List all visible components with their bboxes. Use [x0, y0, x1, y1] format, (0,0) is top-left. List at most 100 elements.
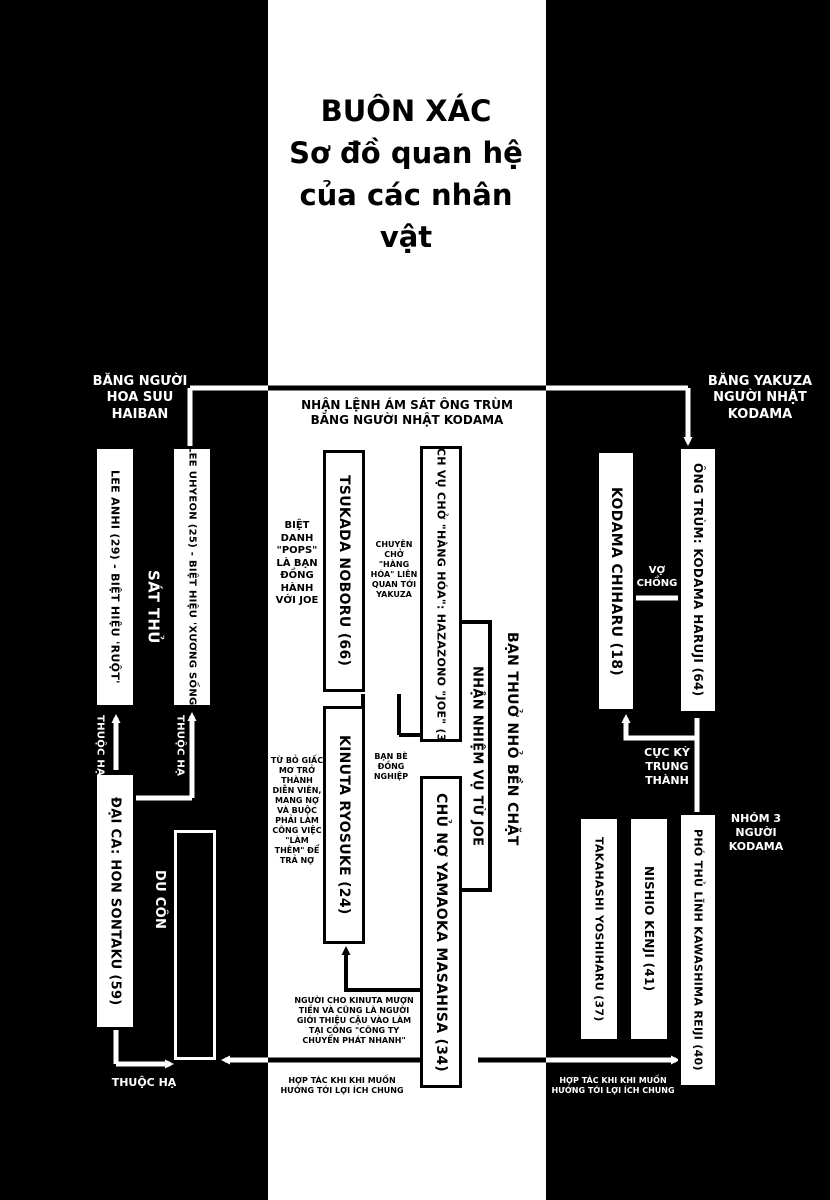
center-white-band: [268, 0, 546, 1200]
note-line: NGƯỜI CHO KINUTA MƯỢN: [294, 996, 414, 1005]
note-line: CỰC KỲ: [644, 746, 690, 759]
thuoc-ha-text: THUỘC HẠ: [174, 715, 186, 777]
sat-thu-text: SÁT THỦ: [144, 570, 163, 644]
title-line-4: vật: [379, 220, 433, 254]
character-name: LEE UHYEON (25) - BIỆT HIỆU 'XƯƠNG SỐNG': [186, 446, 198, 708]
title-line-2: Sơ đồ quan hệ: [289, 136, 523, 170]
character-name: LEE ANHI (29) - BIỆT HIỆU 'RUỘT': [108, 470, 122, 684]
note-line: THÀNH: [281, 776, 313, 785]
joe-mission-text: NHẬN NHIỆM VỤ TỪ JOE: [469, 665, 485, 847]
kodama-three-line: KODAMA: [728, 839, 784, 853]
character-name: KINUTA RYOSUKE (24): [336, 735, 352, 915]
diagram-title: BUÔN XÁC Sơ đồ quan hệ của các nhân vật: [268, 90, 544, 258]
title-line-3: của các nhân: [299, 178, 513, 212]
thuoc-ha-label-3: THUỘC HẠ: [104, 1076, 184, 1090]
note-line: DANH: [280, 532, 314, 544]
character-box-takahashi: TAKAHASHI YOSHIHARU (37): [578, 816, 620, 1042]
note-line: QUAN TỚI: [371, 580, 417, 589]
note-line: TỪ BỎ GIẤC: [270, 756, 324, 765]
character-box-hazazono: DỊCH VỤ CHỞ "HÀNG HÓA": HAZAZONO "JOE" (…: [420, 446, 462, 742]
note-line: "POPS": [276, 545, 318, 556]
note-line: BIỆT: [284, 520, 310, 531]
note-line: BẠN BÈ: [374, 752, 408, 761]
character-name: CHỦ NỢ YAMAOKA MASAHISA (34): [433, 792, 449, 1072]
mission-line: NHẬN LỆNH ÁM SÁT ÔNG TRÙM: [301, 398, 513, 412]
tu-bo-note: TỪ BỎ GIẤC MƠ TRỞ THÀNH DIỄN VIÊN, MANG …: [270, 756, 324, 866]
note-line: THÊM" ĐỂ: [274, 846, 320, 855]
group-kodama-line: KODAMA: [727, 406, 793, 422]
haiban-connectors: [111, 712, 197, 1069]
character-name: TAKAHASHI YOSHIHARU (37): [592, 836, 606, 1022]
pops-note: BIỆT DANH "POPS" LÀ BẠN ĐỒNG HÀNH VỚI JO…: [272, 520, 322, 608]
note-line: CÔNG VIỆC: [272, 826, 322, 835]
note-line: ĐỒNG: [377, 762, 405, 771]
note-line: PHẢI LÀM: [275, 816, 319, 825]
note-line: MƠ TRỞ: [278, 766, 316, 775]
kodama-three-line: NHÓM 3: [730, 812, 782, 825]
group-kodama-three-label: NHÓM 3 NGƯỜI KODAMA: [718, 812, 794, 853]
note-line: TẠI CÔNG "CÔNG TY: [308, 1026, 400, 1035]
character-name: TSUKADA NOBORU (66): [336, 475, 352, 667]
note-line: TRẢ NỢ: [279, 856, 315, 865]
note-line: DIỄN VIÊN,: [272, 786, 322, 795]
cuc-ky-label: CỰC KỲ TRUNG THÀNH: [632, 746, 702, 787]
mission-line: BĂNG NGƯỜI NHẬT KODAMA: [310, 413, 504, 427]
ban-tho-nho-text: BẠN THUỞ NHỎ BỀN CHẶT: [503, 632, 520, 846]
joe-mission-box: NHẬN NHIỆM VỤ TỪ JOE: [460, 622, 494, 890]
note-line: HÀNH: [280, 582, 314, 594]
note-line: MANG NỢ: [275, 796, 319, 805]
chuyen-cho-note: CHUYÊN CHỞ "HÀNG HÓA" LIÊN QUAN TỚI YAKU…: [366, 540, 422, 600]
thuoc-ha-label-2: THUỘC HẠ: [168, 715, 190, 781]
character-box-chiharu: KODAMA CHIHARU (18): [596, 450, 636, 712]
vo-chong-label: VỢ CHỒNG: [634, 565, 680, 590]
group-kodama-line: NGƯỜI NHẬT: [713, 390, 807, 406]
note-line: CHỒNG: [636, 577, 678, 589]
group-haiban-label: BĂNG NGƯỜI HOA SUU HAIBAN: [70, 374, 210, 423]
ban-be-note: BẠN BÈ ĐỒNG NGHIỆP: [366, 752, 416, 782]
note-line: GIỚI THIỆU CẬU VÀO LÀM: [296, 1016, 412, 1025]
character-name: ĐẠI CA: HON SONTAKU (59): [107, 796, 123, 1006]
kodama-three-line: NGƯỜI: [735, 825, 777, 839]
du-con-label: DU CÔN: [146, 870, 172, 934]
sat-thu-label: SÁT THỦ: [137, 570, 169, 649]
character-name: ÔNG TRÙM: KODAMA HARUJI (64): [691, 463, 705, 697]
note-line: THÀNH: [645, 773, 689, 787]
note-line: NGHIỆP: [373, 772, 409, 781]
thuoc-ha-text: THUỘC HẠ: [111, 1076, 177, 1089]
character-box-nishio: NISHIO KENJI (41): [628, 816, 670, 1042]
note-line: CHUYỂN PHÁT NHANH": [302, 1036, 406, 1045]
nguoi-cho-note: NGƯỜI CHO KINUTA MƯỢN TIỀN VÀ CŨNG LÀ NG…: [284, 996, 424, 1046]
character-name: NISHIO KENJI (41): [642, 866, 656, 992]
character-box-tsukada: TSUKADA NOBORU (66): [323, 450, 365, 692]
note-line: ĐỒNG: [280, 570, 314, 581]
note-line: HƯỚNG TỚI LỢI ÍCH CHUNG: [551, 1086, 675, 1095]
group-kodama-label: BĂNG YAKUZA NGƯỜI NHẬT KODAMA: [690, 374, 830, 423]
group-haiban-line: HOA SUU: [106, 390, 174, 406]
note-line: YAKUZA: [376, 590, 412, 599]
du-con-box: [174, 830, 216, 1060]
note-line: HƯỚNG TỚI LỢI ÍCH CHUNG: [280, 1086, 404, 1095]
group-kodama-line: BĂNG YAKUZA: [707, 374, 813, 389]
ban-tho-nho-label: BẠN THUỞ NHỎ BỀN CHẶT: [498, 632, 524, 851]
note-line: TIỀN VÀ CŨNG LÀ NGƯỜI: [298, 1006, 410, 1015]
note-line: VỚI JOE: [275, 595, 319, 606]
note-line: CHUYÊN: [375, 540, 413, 549]
character-name: PHÓ THỦ LĨNH KAWASHIMA REIJI (40): [691, 829, 705, 1071]
hop-tac-left-note: HỢP TÁC KHI KHI MUỐN HƯỚNG TỚI LỢI ÍCH C…: [272, 1076, 412, 1096]
mission-label: NHẬN LỆNH ÁM SÁT ÔNG TRÙM BĂNG NGƯỜI NHẬ…: [276, 398, 538, 428]
character-name: KODAMA CHIHARU (18): [608, 486, 624, 676]
thuoc-ha-label-1: THUỘC HẠ: [88, 715, 110, 781]
character-box-lee-anhi: LEE ANHI (29) - BIỆT HIỆU 'RUỘT': [94, 446, 136, 708]
mission-connector: [187, 385, 693, 448]
note-line: LÀ BẠN: [276, 557, 318, 569]
du-con-text: DU CÔN: [152, 870, 168, 930]
character-box-hon-sontaku: ĐẠI CA: HON SONTAKU (59): [94, 772, 136, 1030]
note-line: CHỞ: [384, 550, 404, 559]
character-box-kinuta: KINUTA RYOSUKE (24): [323, 706, 365, 944]
group-haiban-line: BĂNG NGƯỜI: [92, 374, 188, 389]
note-line: TRUNG: [645, 759, 689, 773]
hop-tac-right-note: HỢP TÁC KHI KHI MUỐN HƯỚNG TỚI LỢI ÍCH C…: [548, 1076, 678, 1096]
note-line: VỢ: [648, 565, 666, 576]
title-line-1: BUÔN XÁC: [320, 94, 492, 128]
